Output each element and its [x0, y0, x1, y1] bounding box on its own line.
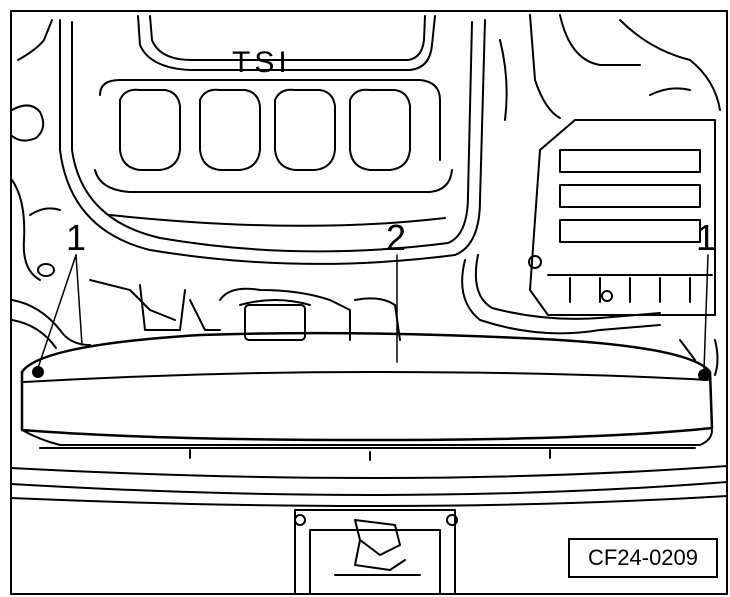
upper-right-components [499, 14, 721, 121]
bumper-lines [10, 465, 728, 507]
callout-label-fastener-right: 1 [696, 217, 717, 258]
engine-cover [59, 15, 486, 265]
callout-label-fastener-left: 1 [66, 217, 87, 258]
callout-label-cover-panel: 2 [386, 217, 407, 258]
leader-lines [37, 254, 709, 371]
intake-hose [461, 254, 719, 376]
hood-latch [294, 509, 458, 595]
cover-panel [20, 331, 714, 461]
engine-label: TSI [232, 46, 291, 79]
air-filter-box [528, 119, 716, 316]
left-components [11, 19, 176, 349]
figure-code-box: CF24-0209 [568, 538, 718, 578]
fastener-right [698, 369, 710, 381]
middle-components [139, 284, 401, 341]
